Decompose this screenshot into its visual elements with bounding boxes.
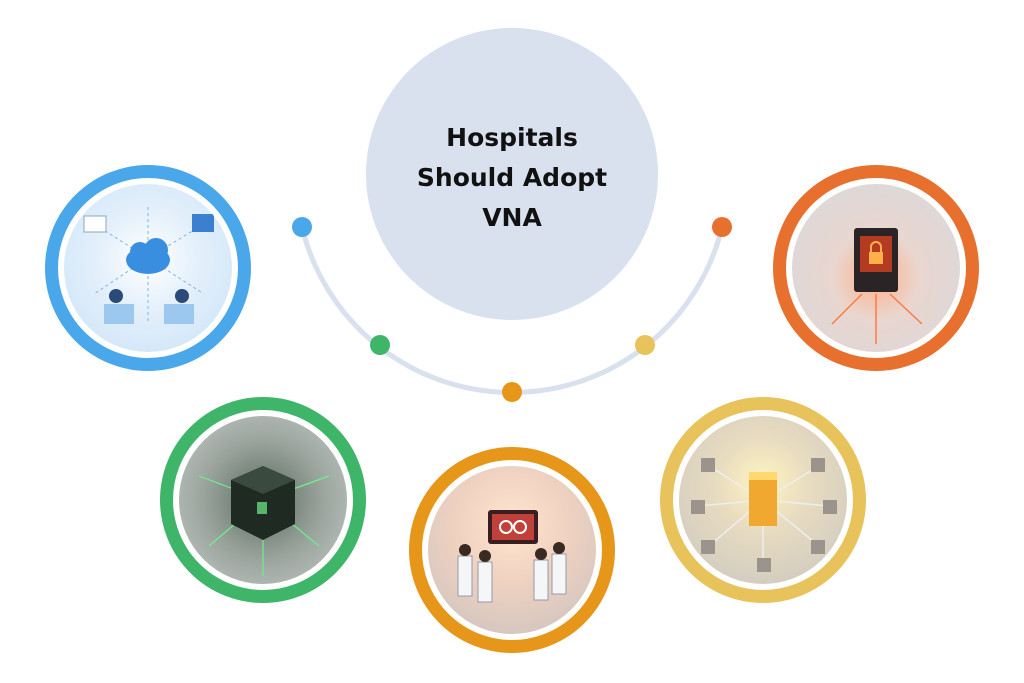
dot-red bbox=[712, 217, 732, 237]
node-medical-team bbox=[409, 447, 615, 653]
dot-blue bbox=[292, 217, 312, 237]
node-cloud-network bbox=[45, 165, 251, 371]
center-circle: Hospitals Should Adopt VNA bbox=[366, 28, 658, 320]
node-data-center bbox=[160, 397, 366, 603]
page-title: Hospitals Should Adopt VNA bbox=[416, 123, 608, 232]
dot-orange bbox=[502, 382, 522, 402]
node-central-hub bbox=[660, 397, 866, 603]
lock-vault-illustration-icon bbox=[792, 184, 960, 352]
dot-green bbox=[370, 335, 390, 355]
dot-yellow bbox=[635, 335, 655, 355]
server-cube-illustration-icon bbox=[179, 416, 347, 584]
glowing-hub-illustration-icon bbox=[679, 416, 847, 584]
cloud-network-illustration-icon bbox=[64, 184, 232, 352]
doctors-team-illustration-icon bbox=[428, 466, 596, 634]
node-security bbox=[773, 165, 979, 371]
